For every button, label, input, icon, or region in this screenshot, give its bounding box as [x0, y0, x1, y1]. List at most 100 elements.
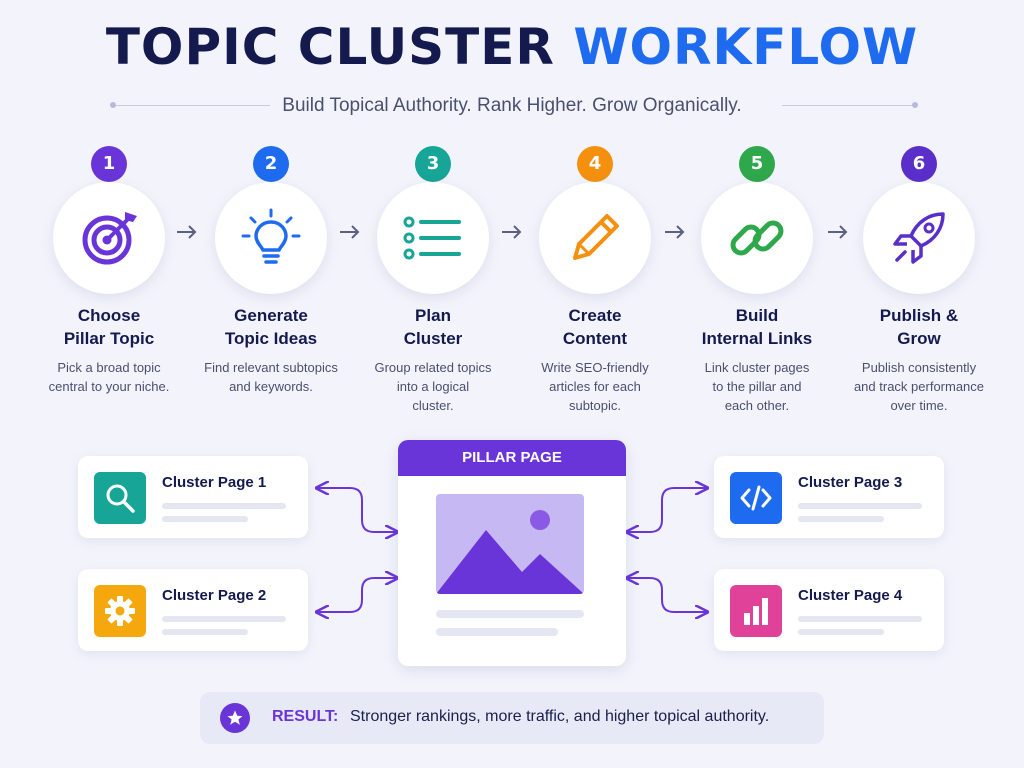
step-icon-circle: [377, 182, 489, 294]
image-placeholder-icon: [436, 494, 584, 594]
step-title-line: Topic Ideas: [224, 329, 318, 348]
star-badge: [220, 703, 250, 733]
pillar-label: PILLAR PAGE: [398, 440, 626, 476]
step-desc-line: each other.: [724, 398, 790, 413]
step-description: Group related topics into a logical clus…: [358, 358, 508, 415]
step-title-line: Create: [568, 306, 622, 325]
step-title-line: Internal Links: [701, 329, 813, 348]
step-number-badge: 2: [253, 146, 289, 182]
cluster-label: Cluster Page 3: [798, 474, 903, 491]
text-placeholder-bar: [162, 516, 248, 522]
step-title-line: Publish &: [879, 306, 959, 325]
step-title: Publish & Grow: [844, 304, 994, 350]
arrow-right-icon: [665, 225, 685, 239]
step-title-line: Pillar Topic: [63, 329, 155, 348]
step-title: Create Content: [520, 304, 670, 350]
arrow-right-icon: [177, 225, 197, 239]
subtitle-dot-right: [912, 102, 918, 108]
pillar-image: [436, 494, 584, 594]
star-icon: [227, 710, 243, 725]
cluster-card-4: Cluster Page 4: [714, 569, 944, 651]
step-desc-line: and keywords.: [229, 379, 313, 394]
list-icon: [403, 216, 461, 260]
step-icon-circle: [701, 182, 813, 294]
text-placeholder-bar: [798, 516, 884, 522]
pillar-page-card: PILLAR PAGE: [398, 440, 626, 666]
step-title: Plan Cluster: [358, 304, 508, 350]
cluster-icon-tile: [730, 585, 782, 637]
step-title: Build Internal Links: [682, 304, 832, 350]
title-accent: WORKFLOW: [573, 18, 919, 76]
step-desc-line: to the pillar and: [712, 379, 802, 394]
text-placeholder-bar: [798, 629, 884, 635]
bar-chart-icon: [744, 598, 768, 625]
step-desc-line: Group related topics: [374, 360, 492, 375]
step-title: Choose Pillar Topic: [34, 304, 184, 350]
arrow-right-icon: [828, 225, 848, 239]
connector-cluster-2: [318, 578, 396, 612]
step-icon-circle: [863, 182, 975, 294]
cluster-icon-tile: [730, 472, 782, 524]
step-description: Pick a broad topic central to your niche…: [34, 358, 184, 396]
step-desc-line: Link cluster pages: [704, 360, 810, 375]
step-desc-line: cluster.: [412, 398, 454, 413]
step-desc-line: Write SEO-friendly: [541, 360, 649, 375]
step-desc-line: into a logical: [396, 379, 470, 394]
subtitle: Build Topical Authority. Rank Higher. Gr…: [282, 95, 742, 116]
cluster-icon-tile: [94, 585, 146, 637]
step-desc-line: Pick a broad topic: [57, 360, 161, 375]
code-icon: [740, 485, 772, 511]
step-description: Publish consistently and track performan…: [844, 358, 994, 415]
link-icon: [730, 220, 784, 256]
connector-cluster-1: [318, 488, 396, 532]
step-desc-line: articles for each: [549, 379, 641, 394]
step-title-line: Content: [562, 329, 628, 348]
step-icon-circle: [53, 182, 165, 294]
cluster-label: Cluster Page 4: [798, 587, 903, 604]
text-placeholder-bar: [162, 629, 248, 635]
text-placeholder-bar: [798, 503, 922, 509]
subtitle-rule-left: [116, 105, 270, 106]
result-label: RESULT:: [272, 708, 339, 725]
lightbulb-icon: [241, 208, 301, 264]
result-banner: RESULT: Stronger rankings, more traffic,…: [200, 692, 824, 744]
step-icon-circle: [215, 182, 327, 294]
gear-icon: [105, 596, 135, 626]
connector-cluster-4: [628, 578, 706, 612]
subtitle-rule-right: [782, 105, 912, 106]
text-placeholder-bar: [162, 616, 286, 622]
step-title-line: Choose: [77, 306, 141, 325]
cluster-card-1: Cluster Page 1: [78, 456, 308, 538]
step-description: Find relevant subtopics and keywords.: [196, 358, 346, 396]
step-number-badge: 5: [739, 146, 775, 182]
step-number-badge: 3: [415, 146, 451, 182]
step-desc-line: and track performance: [853, 379, 985, 394]
text-placeholder-bar: [436, 610, 584, 618]
step-icon-circle: [539, 182, 651, 294]
cluster-label: Cluster Page 1: [162, 474, 267, 491]
title-main: TOPIC CLUSTER: [105, 18, 555, 76]
text-placeholder-bar: [436, 628, 558, 636]
page-title: TOPIC CLUSTER WORKFLOW: [0, 18, 1024, 76]
step-title: Generate Topic Ideas: [196, 304, 346, 350]
step-number-badge: 6: [901, 146, 937, 182]
search-icon: [106, 484, 135, 513]
arrow-right-icon: [340, 225, 360, 239]
step-title-line: Generate: [234, 306, 308, 325]
step-desc-line: subtopic.: [568, 398, 622, 413]
step-number-badge: 4: [577, 146, 613, 182]
step-number-badge: 1: [91, 146, 127, 182]
text-placeholder-bar: [162, 503, 286, 509]
text-placeholder-bar: [798, 616, 922, 622]
connector-cluster-3: [628, 488, 706, 532]
subtitle-dot-left: [110, 102, 116, 108]
result-text: Stronger rankings, more traffic, and hig…: [350, 708, 770, 725]
arrow-right-icon: [502, 225, 522, 239]
step-desc-line: over time.: [890, 398, 948, 413]
cluster-card-3: Cluster Page 3: [714, 456, 944, 538]
cluster-icon-tile: [94, 472, 146, 524]
step-description: Write SEO-friendly articles for each sub…: [520, 358, 670, 415]
step-title-line: Grow: [897, 329, 941, 348]
pencil-icon: [573, 214, 619, 260]
